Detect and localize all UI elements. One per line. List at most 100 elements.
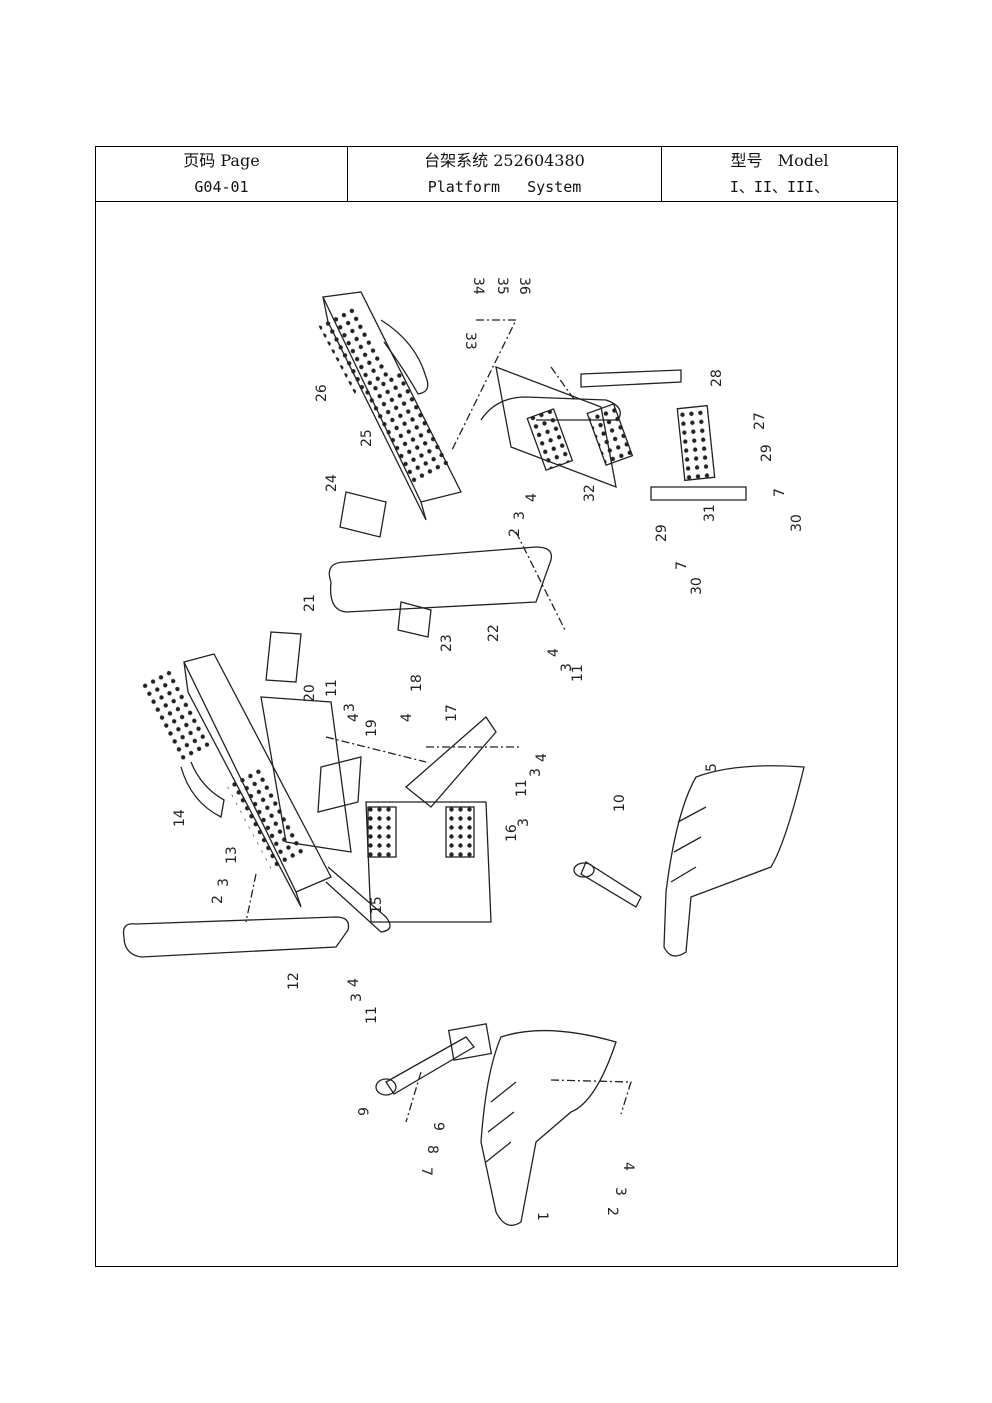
support-arm-10 — [580, 861, 642, 908]
support-arm-6 — [385, 1036, 475, 1095]
step-frame-16 — [365, 801, 492, 923]
system-subtitle: Platform System — [427, 178, 582, 196]
part-label-30a: 30 — [689, 577, 705, 595]
side-plate-upper — [580, 369, 682, 388]
step-tread-16a — [367, 806, 397, 858]
handrail-12 — [122, 916, 350, 958]
bracket-24 — [339, 491, 387, 538]
mount-plate-6 — [447, 1023, 493, 1061]
part-label-16: 16 — [504, 824, 520, 842]
part-label-26: 26 — [314, 384, 330, 402]
upper-platform-assembly — [317, 291, 747, 638]
part-label-3e: 3 — [516, 818, 532, 827]
part-label-3b: 3 — [559, 663, 575, 672]
part-label-7a: 7 — [418, 1167, 434, 1176]
part-label-29b: 29 — [759, 444, 775, 462]
fender-1 — [480, 1029, 617, 1226]
fender-assembly-left — [375, 1023, 632, 1226]
mount-plate-10 — [573, 862, 595, 878]
step-28 — [676, 404, 716, 482]
part-label-22: 22 — [486, 624, 502, 642]
part-label-31: 31 — [702, 504, 718, 522]
part-label-21: 21 — [302, 594, 318, 612]
step-tread-upper — [526, 408, 574, 471]
step-tread-16b — [445, 806, 475, 858]
bracket-21 — [265, 631, 302, 683]
page-cell: 页码 Page G04-01 — [96, 147, 348, 201]
platform-deck-upper-side — [322, 296, 427, 521]
page-number: G04-01 — [194, 178, 249, 196]
part-label-19: 19 — [364, 719, 380, 737]
part-label-15: 15 — [369, 896, 385, 914]
part-label-4d: 4 — [399, 713, 415, 722]
model-values: I、II、III、 — [729, 178, 830, 196]
part-label-11d: 11 — [364, 1006, 380, 1024]
part-label-3h: 3 — [612, 1187, 628, 1196]
bracket-17 — [404, 716, 497, 808]
part-number-labels: 34 35 36 33 26 25 24 28 27 29 7 30 31 32… — [172, 277, 805, 1221]
handrail-22 — [328, 546, 553, 613]
part-label-10: 10 — [612, 794, 628, 812]
part-label-4f: 4 — [346, 978, 362, 987]
part-label-30b: 30 — [789, 514, 805, 532]
side-plate-31 — [650, 486, 747, 501]
bracket-19 — [317, 756, 362, 813]
part-label-23: 23 — [439, 634, 455, 652]
part-label-36: 36 — [516, 277, 532, 295]
part-label-3f: 3 — [216, 878, 232, 887]
frame-20 — [260, 696, 352, 853]
rail-15 — [325, 866, 391, 933]
rail-32 — [480, 396, 621, 421]
mount-ring-6 — [375, 1078, 397, 1096]
part-label-35: 35 — [494, 277, 510, 295]
bracket-23 — [397, 601, 432, 638]
part-label-34: 34 — [470, 277, 486, 295]
title-block: 页码 Page G04-01 台架系统 252604380 Platform S… — [96, 147, 897, 202]
part-label-6: 6 — [354, 1107, 370, 1116]
part-label-27: 27 — [752, 412, 768, 430]
model-label: 型号 Model — [730, 151, 829, 170]
part-label-8: 8 — [424, 1145, 440, 1154]
part-label-14: 14 — [172, 809, 188, 827]
part-label-7c: 7 — [772, 488, 788, 497]
part-label-28: 28 — [709, 369, 725, 387]
page-label: 页码 Page — [183, 151, 260, 170]
part-label-5: 5 — [704, 763, 720, 772]
part-label-11c: 11 — [514, 779, 530, 797]
part-label-11a: 11 — [570, 664, 586, 682]
part-label-12: 12 — [286, 972, 302, 990]
middle-platform-assembly — [122, 631, 521, 958]
part-label-33: 33 — [462, 332, 478, 350]
system-title: 台架系统 252604380 — [424, 151, 585, 170]
exploded-assembly-drawing: 34 35 36 33 26 25 24 28 27 29 7 30 31 32… — [122, 277, 805, 1226]
hole-pattern-26 — [317, 305, 391, 395]
part-label-3d: 3 — [528, 768, 544, 777]
part-label-13: 13 — [224, 846, 240, 864]
leader-lines-upper — [450, 319, 577, 633]
leader-lines-lower — [405, 1071, 632, 1123]
hole-pattern-25 — [362, 368, 454, 486]
parts-sheet: 页码 Page G04-01 台架系统 252604380 Platform S… — [95, 146, 898, 1267]
part-label-3a: 3 — [512, 511, 528, 520]
part-label-24: 24 — [324, 474, 340, 492]
fender-5-ribs — [670, 806, 707, 883]
hole-pattern-14 — [139, 668, 215, 766]
part-label-3g: 3 — [349, 993, 365, 1002]
part-label-1: 1 — [534, 1212, 550, 1221]
model-cell: 型号 Model I、II、III、 — [662, 147, 897, 201]
part-label-2b: 2 — [210, 895, 226, 904]
part-label-3c: 3 — [342, 703, 358, 712]
part-label-29a: 29 — [654, 524, 670, 542]
fender-5 — [663, 765, 805, 957]
handle-loop-upper — [380, 319, 429, 395]
part-label-25: 25 — [359, 429, 375, 447]
hole-pattern-14b — [224, 763, 308, 871]
fender-1-ribs — [485, 1081, 517, 1163]
leader-lines-middle — [245, 736, 521, 923]
part-label-2a: 2 — [507, 528, 523, 537]
part-label-18: 18 — [409, 674, 425, 692]
part-label-20: 20 — [302, 684, 318, 702]
fender-assembly-right — [573, 765, 805, 957]
part-label-4c: 4 — [346, 713, 362, 722]
part-label-4-lower: 4 — [620, 1162, 636, 1171]
